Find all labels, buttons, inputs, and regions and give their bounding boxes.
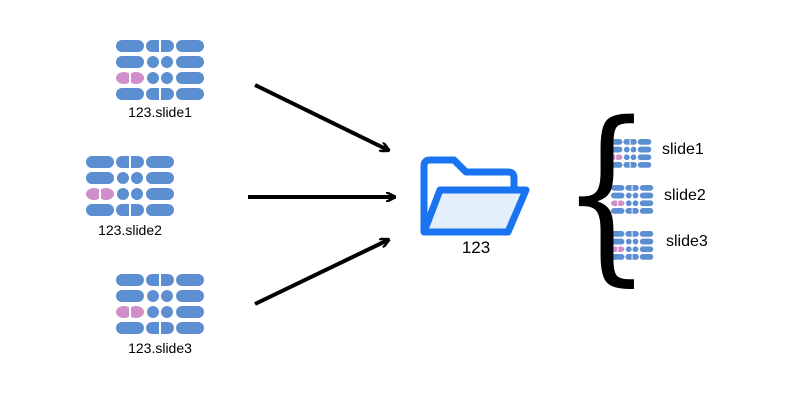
source-slide-icon-1 [116,40,204,100]
source-slide-icon-3 [116,274,204,334]
content-label-1: slide1 [662,141,704,158]
source-label-1: 123.slide1 [128,104,192,120]
folder-label: 123 [461,238,491,257]
content-slide-icon-2 [611,185,654,214]
content-slide-icon-3 [611,231,654,260]
content-label-2: slide2 [664,187,706,204]
source-slide-icon-2 [86,156,174,216]
content-slide-icon-1 [609,139,652,168]
arrow-1 [254,83,388,150]
content-label-3: slide3 [666,233,708,250]
curly-brace: { [561,82,652,303]
source-label-2: 123.slide2 [98,222,162,238]
folder-open-icon [420,156,530,236]
arrow-3 [254,240,388,306]
source-label-3: 123.slide3 [128,340,192,356]
